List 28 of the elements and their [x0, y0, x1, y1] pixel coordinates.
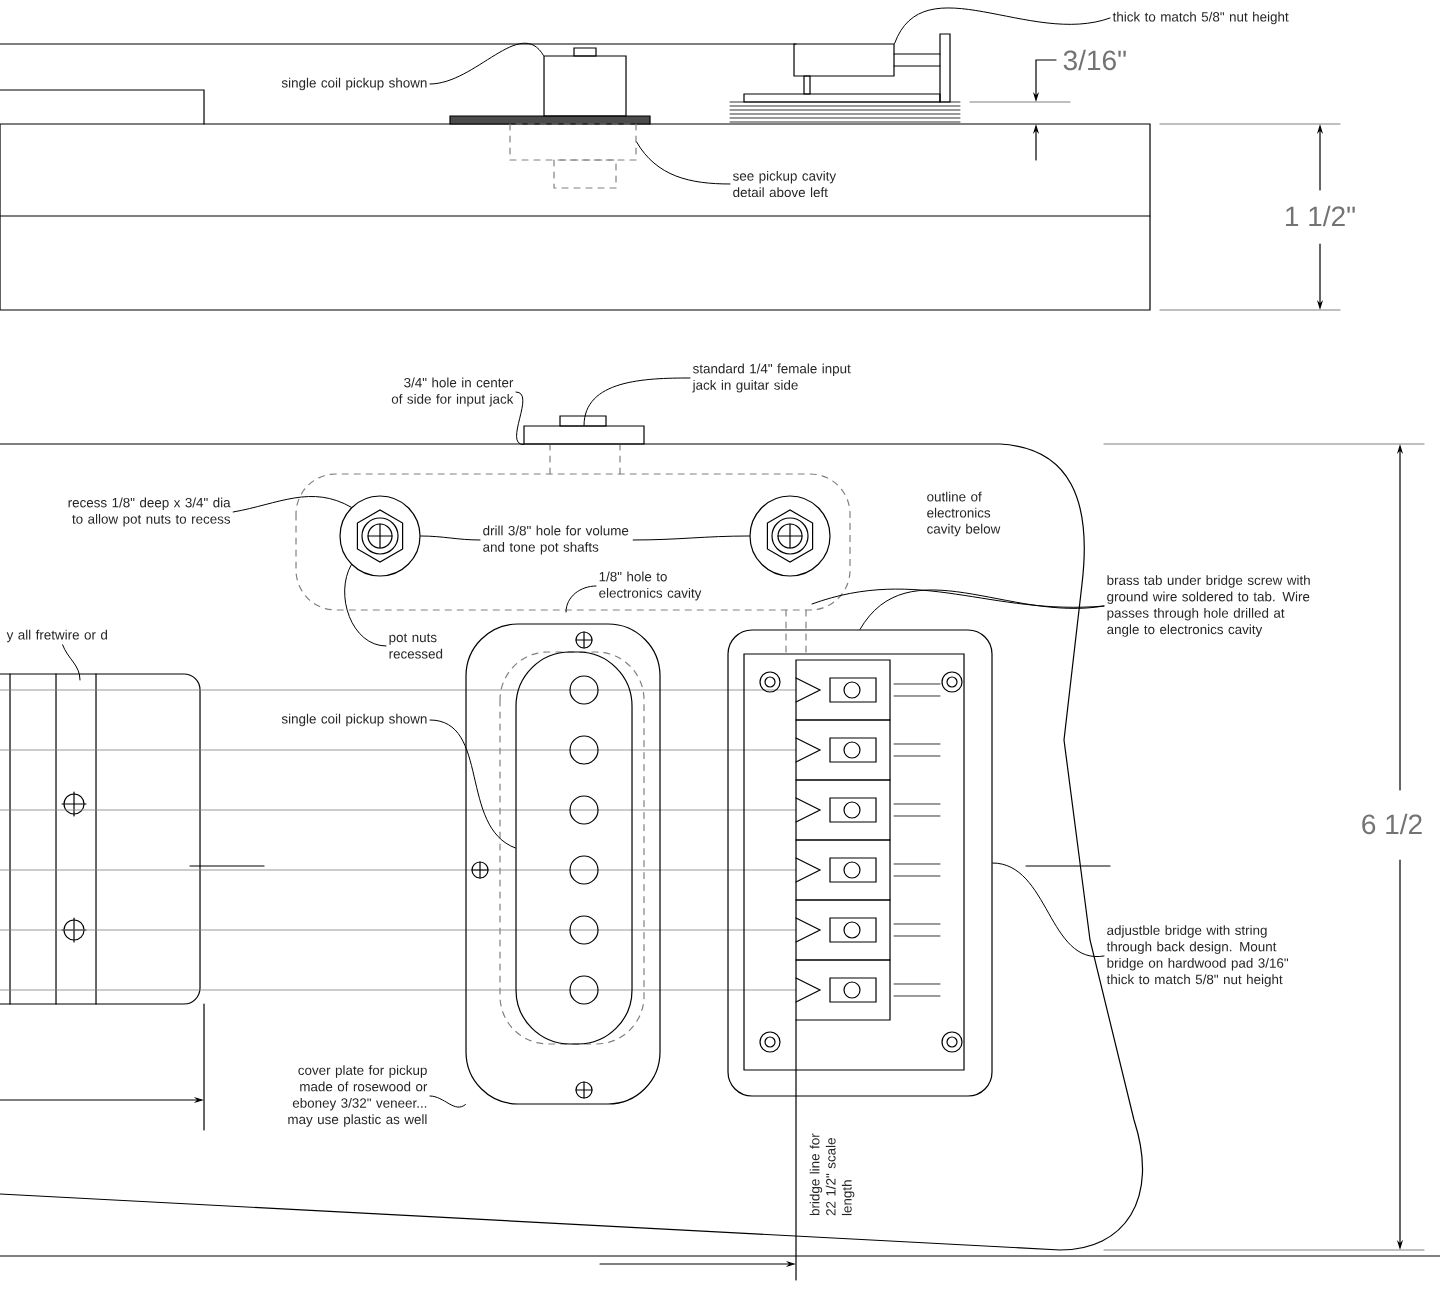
potentiometer	[749, 495, 831, 577]
bridge-plate	[727, 629, 993, 1097]
cover-plate	[465, 623, 661, 1105]
dimension-text: 6 1/2	[1362, 813, 1422, 835]
leader-line	[429, 42, 544, 85]
leader-line	[232, 495, 352, 513]
pickup-cavity	[509, 123, 637, 161]
leader-line	[583, 377, 691, 426]
leader-line	[62, 644, 81, 681]
leader-line	[894, 7, 1111, 44]
leader-line	[636, 141, 731, 185]
leader-line	[632, 535, 750, 541]
leader-line	[859, 589, 1105, 630]
leader-line	[344, 564, 387, 647]
leader-line	[515, 391, 524, 446]
leader-line	[565, 585, 597, 613]
leader-line	[429, 719, 516, 849]
leader-line	[992, 862, 1105, 957]
leader-line	[429, 1095, 466, 1108]
leader-line	[420, 535, 481, 541]
potentiometer	[339, 495, 421, 577]
input-jack	[523, 425, 645, 445]
bridge	[793, 43, 895, 77]
pickup	[543, 55, 627, 117]
dimension-text: 3/16"	[1063, 49, 1126, 71]
pickup	[515, 651, 633, 1045]
dimension-text: 1 1/2"	[1286, 205, 1355, 227]
leader-line	[811, 588, 1105, 608]
